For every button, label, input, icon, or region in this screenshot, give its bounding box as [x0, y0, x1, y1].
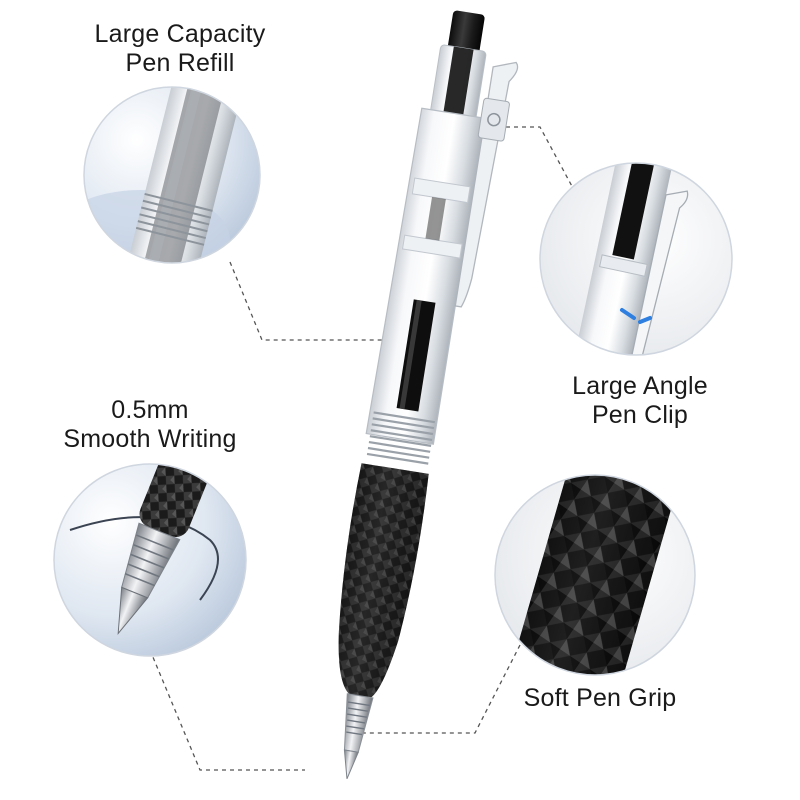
pen	[338, 10, 519, 779]
writing-label-line2: Smooth Writing	[63, 425, 237, 453]
tip-closeup-image	[53, 463, 247, 657]
grip-closeup-image	[494, 474, 696, 676]
refill-closeup-image	[83, 86, 261, 264]
clip-label: Large Angle Pen Clip	[540, 372, 740, 430]
refill-label-line1: Large Capacity	[94, 20, 266, 48]
refill-label-line2: Pen Refill	[125, 49, 235, 77]
grip-label-line1: Soft Pen Grip	[523, 684, 677, 712]
writing-label: 0.5mm Smooth Writing	[40, 396, 260, 454]
writing-label-line1: 0.5mm	[111, 396, 189, 424]
connector-lines	[149, 126, 575, 771]
clip-label-line1: Large Angle	[572, 372, 708, 400]
refill-label: Large Capacity Pen Refill	[80, 20, 280, 78]
grip-label: Soft Pen Grip	[490, 684, 710, 713]
clip-closeup-image	[539, 162, 733, 356]
clip-label-line2: Pen Clip	[591, 401, 689, 429]
